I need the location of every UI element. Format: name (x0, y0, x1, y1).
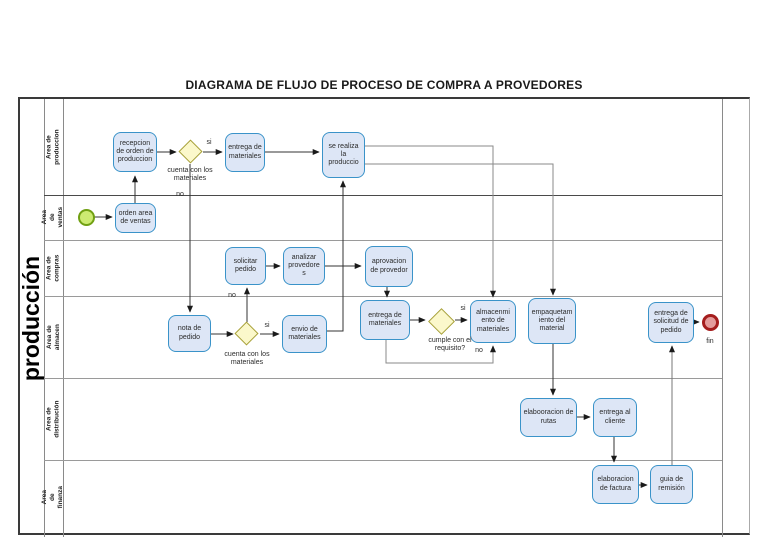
pool-produccion: producción Area de produccion Area de ve… (18, 97, 750, 537)
label-gw1-question: cuenta con los materiales (167, 167, 213, 183)
task-elaboracion-factura: elaboracion de factura (592, 465, 639, 504)
lane-label-divider (63, 99, 64, 537)
end-event-label: fin (706, 338, 714, 345)
task-elaboracion-rutas: elabooracion de rutas (520, 398, 577, 437)
label-gw3-no: no (475, 347, 483, 354)
start-event (78, 209, 95, 226)
task-nota-pedido: nota de pedido (168, 315, 211, 352)
label-gw3-question: cumple con el requisito? (428, 337, 472, 353)
label-gw2-question: cuenta con los materiales (224, 351, 270, 367)
task-entrega-solicitud-pedido: entrega de solicitud de pedido (648, 302, 694, 343)
lane-divider-2 (44, 240, 722, 241)
flow-serealiza-to-empaquetado (365, 163, 556, 296)
task-recepcion-orden-produccion: recepcion de orden de produccion (113, 132, 157, 172)
lane-right-border (722, 99, 723, 537)
pool-label-divider (44, 99, 45, 537)
task-analizar-provedores: analizar provedore s (283, 247, 325, 285)
task-almacenamiento-materiales: almacenmi ento de materiales (470, 300, 516, 343)
label-gw2-no: no (228, 292, 236, 299)
task-envio-materiales: envio de materiales (282, 315, 327, 353)
task-entrega-cliente: entrega al cliente (593, 398, 637, 437)
task-entrega-materiales-produccion: entrega de materiales (225, 133, 265, 172)
lane-divider-1 (44, 195, 722, 196)
task-entrega-materiales-almacen: entrega de materiales (360, 300, 410, 340)
task-empaquetamiento-material: empaquetam iento del material (528, 298, 576, 344)
flow-no-loop-to-almacenamiento (385, 340, 496, 364)
task-guia-remision: guia de remisión (650, 465, 693, 504)
lane-divider-3 (44, 296, 722, 297)
lane-divider-4 (44, 378, 722, 379)
label-gw1-si: si (206, 139, 212, 146)
task-se-realiza-produccion: se realiza la produccio (322, 132, 365, 178)
task-solicitar-pedido: solicitar pedido (225, 247, 266, 285)
label-gw1-no: no (176, 191, 184, 198)
flow-envio-to-serealiza (327, 180, 346, 332)
lane-divider-5 (44, 460, 722, 461)
label-gw2-si: si (264, 322, 270, 329)
diagram-title: DIAGRAMA DE FLUJO DE PROCESO DE COMPRA A… (185, 78, 583, 92)
task-aprovacion-provedor: aprovacion de provedor (365, 246, 413, 287)
task-orden-area-ventas: orden area de ventas (115, 203, 156, 233)
label-gw3-si: si (460, 305, 466, 312)
end-event (702, 314, 719, 331)
flow-serealiza-to-almacenamiento (365, 145, 496, 298)
